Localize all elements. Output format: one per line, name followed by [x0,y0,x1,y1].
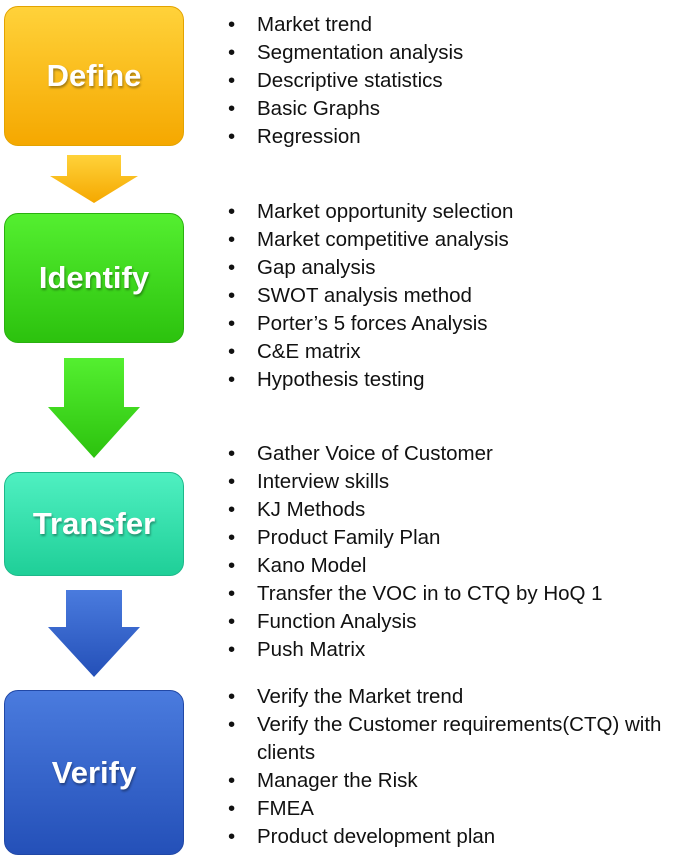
list-item-text: Kano Model [257,554,367,577]
list-item: • Transfer the VOC in to CTQ by HoQ 1 [228,580,677,608]
list-item-text: Product development plan [257,825,496,848]
list-item: • Gather Voice of Customer [228,440,677,468]
list-item: • Porter’s 5 forces Analysis [228,310,677,338]
bullet-icon: • [228,97,236,120]
list-item-text: Market competitive analysis [257,228,509,251]
transfer-stage-box: Transfer [4,472,184,576]
list-item-text: Basic Graphs [257,97,381,120]
list-item-text: KJ Methods [257,498,366,521]
define-stage-label: Define [46,58,142,93]
list-item: • Manager the Risk [228,767,677,795]
list-item: • Basic Graphs [228,95,677,123]
transfer-stage-label: Transfer [32,506,156,541]
identify-stage-box: Identify [4,213,184,343]
verify-stage-box: Verify [4,690,184,855]
bullet-icon: • [228,797,236,820]
list-item: • Gap analysis [228,254,677,282]
list-item-text: Verify the Market trend [257,685,464,708]
list-item-text: C&E matrix [257,340,361,363]
bullet-icon: • [228,41,236,64]
bullet-icon: • [228,582,236,605]
list-item: • Product development plan [228,823,677,851]
list-item: • Function Analysis [228,608,677,636]
bullet-icon: • [228,368,236,391]
list-item-text: Regression [257,125,361,148]
list-item-text: Porter’s 5 forces Analysis [257,312,488,335]
verify-items-list: • Verify the Market trend • Verify the Cust… [228,683,677,851]
transfer-items-list: • Gather Voice of Customer • Interview skil… [228,440,677,664]
list-item-text: SWOT analysis method [257,284,472,307]
bullet-icon: • [228,638,236,661]
define-items-list: • Market trend • Segmentation analysis • Desc… [228,11,677,151]
list-item: • Product Family Plan [228,524,677,552]
list-item: • Kano Model [228,552,677,580]
list-item-text: Market trend [257,13,373,36]
identify-stage-label: Identify [38,260,150,295]
bullet-icon: • [228,228,236,251]
list-item: • Market opportunity selection [228,198,677,226]
define-stage-box: Define [4,6,184,146]
list-item-text: Verify the Customer requirements(CTQ) wi… [257,713,662,764]
bullet-icon: • [228,685,236,708]
bullet-icon: • [228,713,236,736]
list-item-text: Push Matrix [257,638,366,661]
bullet-icon: • [228,340,236,363]
bullet-icon: • [228,312,236,335]
bullet-icon: • [228,498,236,521]
list-item-text: Function Analysis [257,610,417,633]
list-item-text: Descriptive statistics [257,69,443,92]
bullet-icon: • [228,125,236,148]
list-item: • SWOT analysis method [228,282,677,310]
list-item-text: Transfer the VOC in to CTQ by HoQ 1 [257,582,603,605]
identify-items-list: • Market opportunity selection • Market com… [228,198,677,394]
list-item: • Push Matrix [228,636,677,664]
list-item-text: Manager the Risk [257,769,418,792]
bullet-icon: • [228,69,236,92]
list-item-text: FMEA [257,797,314,820]
bullet-icon: • [228,554,236,577]
list-item: • Segmentation analysis [228,39,677,67]
list-item: • Regression [228,123,677,151]
bullet-icon: • [228,610,236,633]
list-item-text: Interview skills [257,470,390,493]
bullet-icon: • [228,442,236,465]
list-item: • Descriptive statistics [228,67,677,95]
list-item: • Market competitive analysis [228,226,677,254]
list-item: • Market trend [228,11,677,39]
list-item-text: Product Family Plan [257,526,441,549]
list-item: • FMEA [228,795,677,823]
list-item: • Verify the Customer requirements(CTQ) w… [228,711,677,767]
list-item: • C&E matrix [228,338,677,366]
list-item-text: Gap analysis [257,256,376,279]
list-item: • Interview skills [228,468,677,496]
list-item: • Hypothesis testing [228,366,677,394]
list-item-text: Gather Voice of Customer [257,442,493,465]
bullet-icon: • [228,769,236,792]
arrow-down-icon [48,358,140,458]
bullet-icon: • [228,825,236,848]
arrow-down-icon [50,155,138,203]
list-item-text: Hypothesis testing [257,368,425,391]
bullet-icon: • [228,13,236,36]
bullet-icon: • [228,470,236,493]
bullet-icon: • [228,526,236,549]
bullet-icon: • [228,200,236,223]
list-item: • KJ Methods [228,496,677,524]
arrow-down-icon [48,590,140,677]
verify-stage-label: Verify [51,754,137,790]
bullet-icon: • [228,284,236,307]
list-item: • Verify the Market trend [228,683,677,711]
bullet-icon: • [228,256,236,279]
list-item-text: Segmentation analysis [257,41,464,64]
list-item-text: Market opportunity selection [257,200,514,223]
